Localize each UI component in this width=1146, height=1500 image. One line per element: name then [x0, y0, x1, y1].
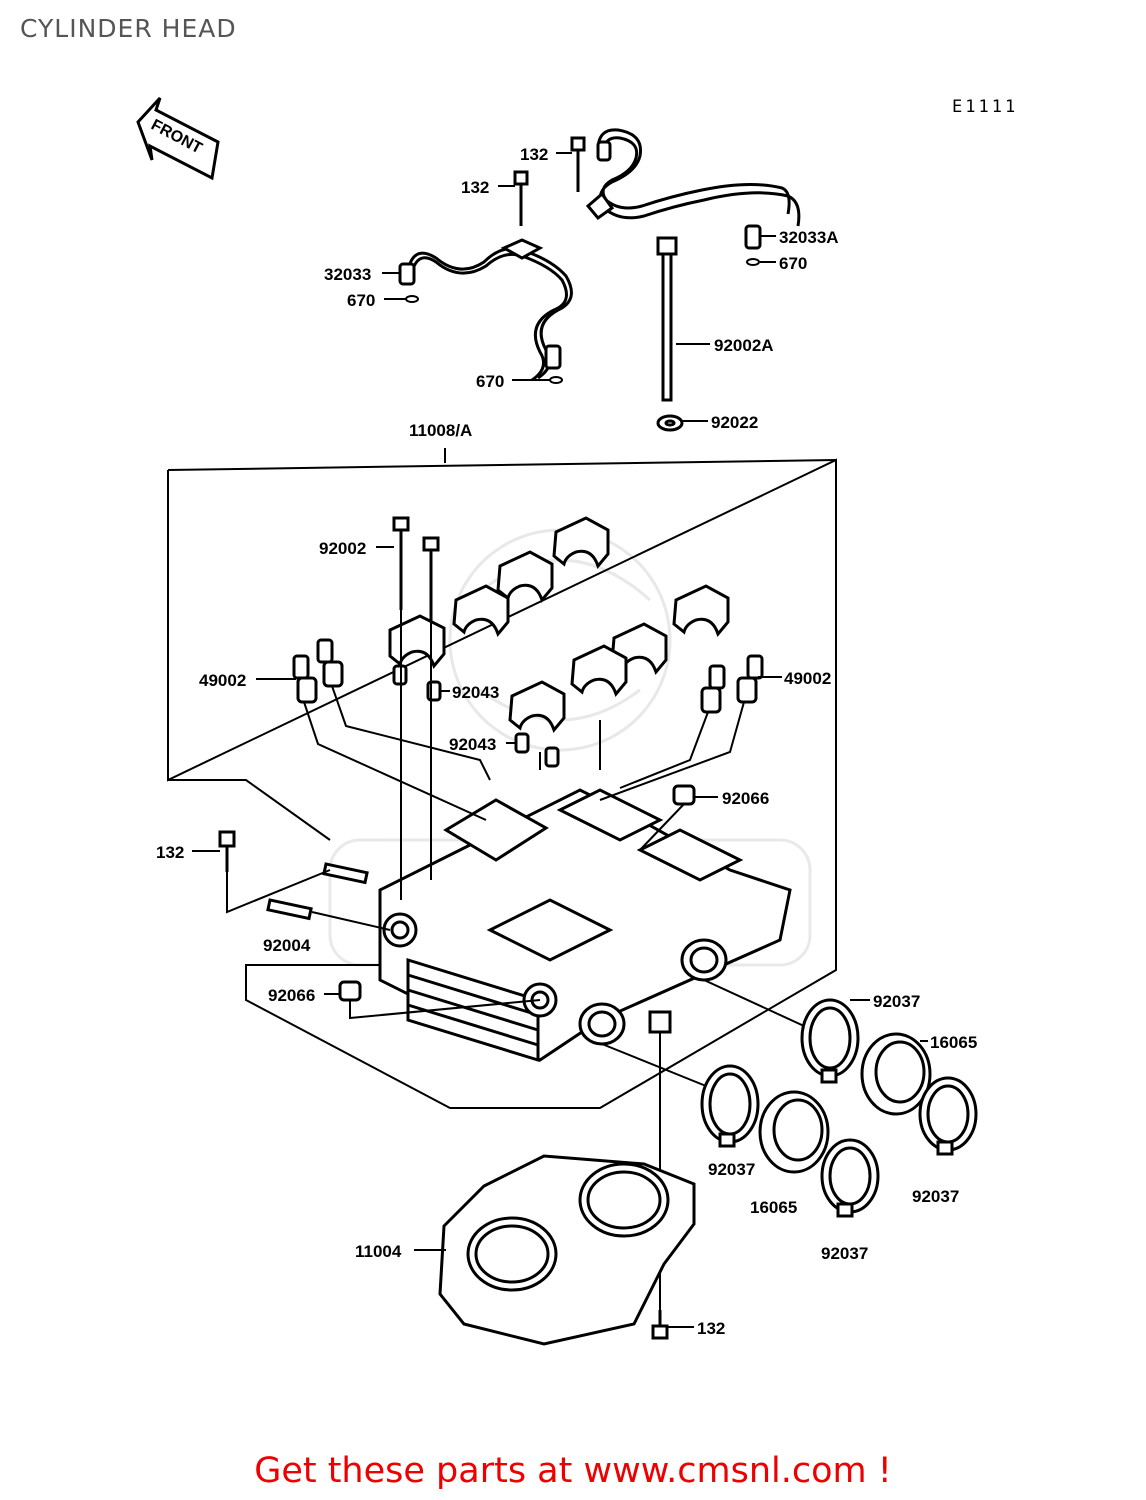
callout-16065-lower: 16065	[750, 1198, 797, 1217]
banjo-bolt-top-b	[513, 170, 529, 226]
o-ring-670-b	[405, 295, 419, 303]
callout-16065-right: 16065	[930, 1033, 977, 1052]
callout-92037-left: 92037	[708, 1160, 755, 1179]
callout-32033a: 32033A	[779, 228, 839, 247]
figure-code: E1111	[952, 97, 1019, 117]
washer-92022	[656, 414, 684, 432]
head-gasket-11004	[438, 1154, 696, 1346]
intake-clamp-92037-d	[820, 1138, 880, 1218]
callout-92002: 92002	[319, 539, 366, 558]
bolt-132-left	[218, 830, 236, 872]
bolt-132-bottom	[651, 1310, 669, 1340]
intake-clamp-92037-c	[700, 1064, 760, 1148]
assembly-outline-11008a	[167, 448, 837, 1109]
callout-92066-upper: 92066	[722, 789, 769, 808]
stud-bolt-92002a	[656, 236, 678, 402]
plug-92066-lower	[338, 980, 362, 1002]
callout-11008a: 11008/A	[409, 421, 472, 440]
page-title: CYLINDER HEAD	[20, 14, 237, 43]
callout-132-top-b: 132	[461, 178, 489, 197]
carb-holder-16065-b	[758, 1090, 830, 1174]
callout-92002a: 92002A	[714, 336, 774, 355]
callout-49002-right: 49002	[784, 669, 831, 688]
callout-92043-upper: 92043	[452, 683, 499, 702]
plug-92066-upper	[672, 784, 696, 806]
o-ring-670-c	[549, 376, 563, 384]
callout-670-left: 670	[347, 291, 375, 310]
callout-92066-lower: 92066	[268, 986, 315, 1005]
banjo-bolt-top-a	[570, 136, 586, 192]
callout-92022: 92022	[711, 413, 758, 432]
callout-132-top-a: 132	[520, 145, 548, 164]
callout-92043-lower: 92043	[449, 735, 496, 754]
oil-pipe-left	[398, 238, 573, 382]
callout-92037-bottom: 92037	[821, 1244, 868, 1263]
callout-132-bottom: 132	[697, 1319, 725, 1338]
cam-cap-bolts	[392, 516, 440, 622]
o-ring-670-a	[746, 258, 760, 266]
cylinder-head-body	[378, 788, 792, 1063]
studs-92004	[266, 862, 369, 921]
callout-49002-left: 49002	[199, 671, 246, 690]
callout-92037-top: 92037	[873, 992, 920, 1011]
camshaft-caps	[388, 516, 730, 734]
carb-holder-16065-a	[860, 1032, 932, 1116]
callout-670-lower: 670	[476, 372, 504, 391]
callout-32033: 32033	[324, 265, 371, 284]
callout-92004: 92004	[263, 936, 311, 955]
footer-link-text[interactable]: Get these parts at www.cmsnl.com !	[254, 1451, 892, 1491]
oil-pipe-right	[585, 128, 801, 250]
intake-clamp-92037-a	[800, 998, 860, 1084]
intake-clamp-92037-b	[918, 1076, 978, 1156]
callout-670-right: 670	[779, 254, 807, 273]
front-arrow-icon: FRONT	[136, 96, 220, 181]
callout-ticks	[192, 152, 928, 1328]
callout-132-left: 132	[156, 843, 184, 862]
leader-lines	[226, 610, 805, 1310]
callout-11004: 11004	[355, 1242, 402, 1261]
callout-92037-right: 92037	[912, 1187, 959, 1206]
oil-fittings	[292, 638, 764, 714]
